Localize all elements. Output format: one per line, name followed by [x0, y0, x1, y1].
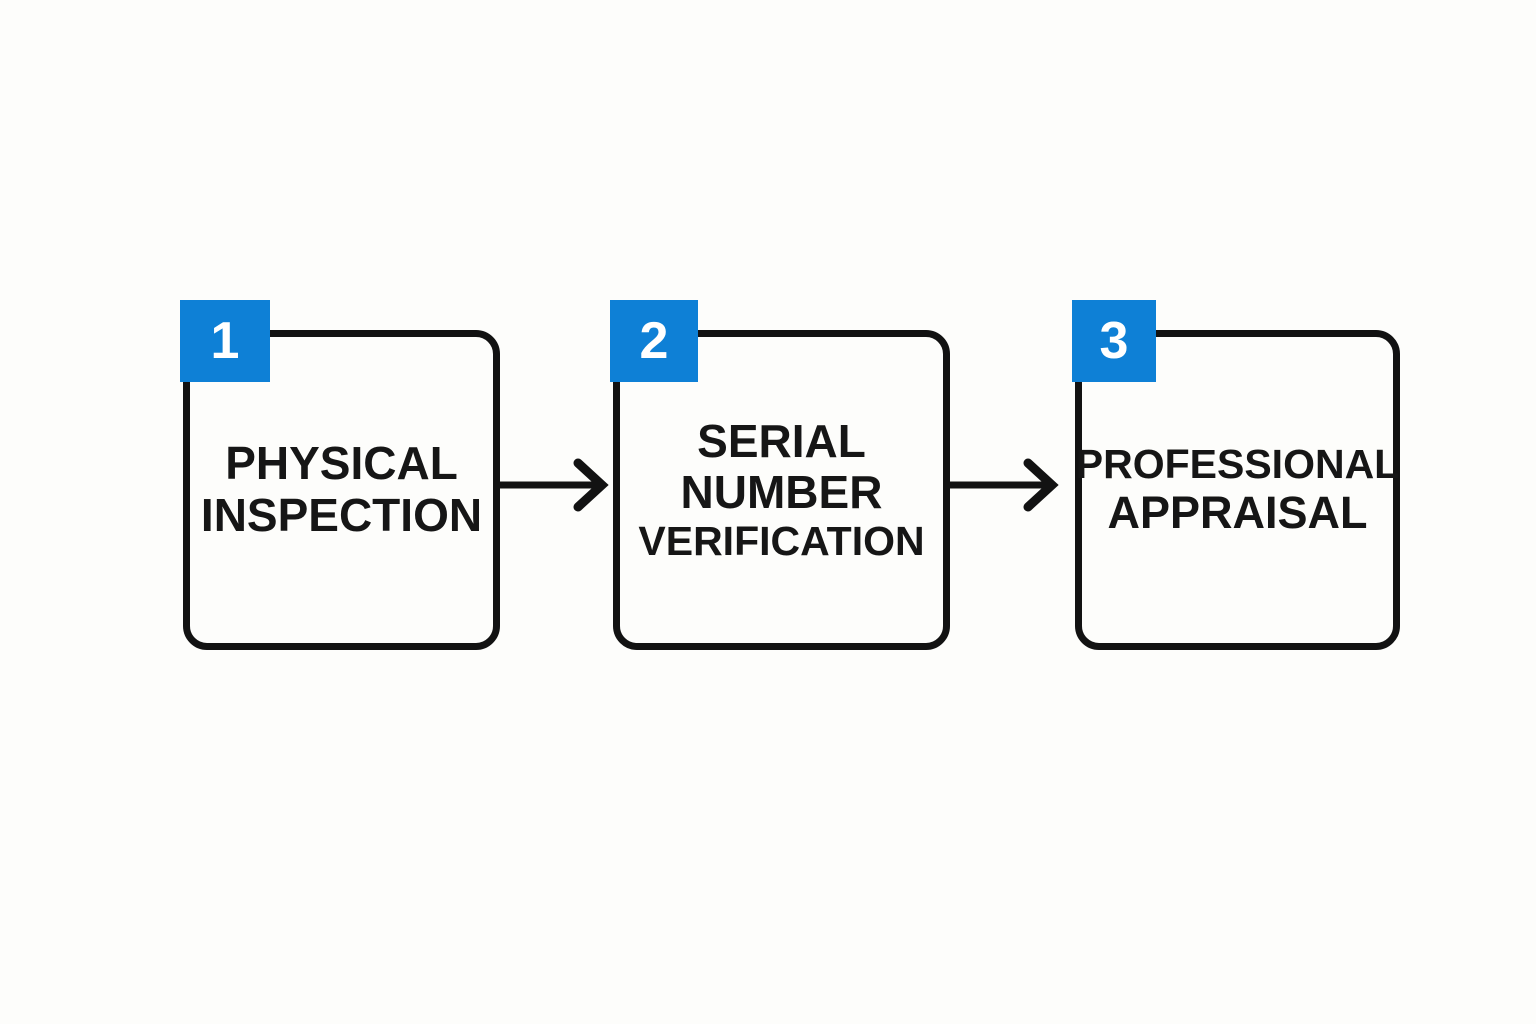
connector-step2-to-step3: [950, 455, 1076, 515]
step-2-number-badge: 2: [610, 300, 698, 382]
process-flow-row: 1 PHYSICAL INSPECTION 2 SERIAL NUMBER V: [0, 300, 1536, 650]
process-step-2[interactable]: 2 SERIAL NUMBER VERIFICATION: [610, 300, 950, 650]
step-1-number-badge: 1: [180, 300, 270, 382]
step-2-number: 2: [639, 312, 669, 370]
arrow-right-icon: [950, 458, 1059, 512]
connector-step1-to-step2: [500, 455, 614, 515]
step-1-number: 1: [210, 312, 240, 370]
arrow-right-icon: [500, 458, 609, 512]
step-1-box: [183, 330, 500, 650]
process-step-3[interactable]: 3 PROFESSIONAL APPRAISAL: [1072, 300, 1400, 650]
step-3-box: [1075, 330, 1400, 650]
step-2-box: [613, 330, 950, 650]
process-step-1[interactable]: 1 PHYSICAL INSPECTION: [180, 300, 500, 650]
step-3-number-badge: 3: [1072, 300, 1156, 382]
step-3-number: 3: [1099, 312, 1129, 370]
